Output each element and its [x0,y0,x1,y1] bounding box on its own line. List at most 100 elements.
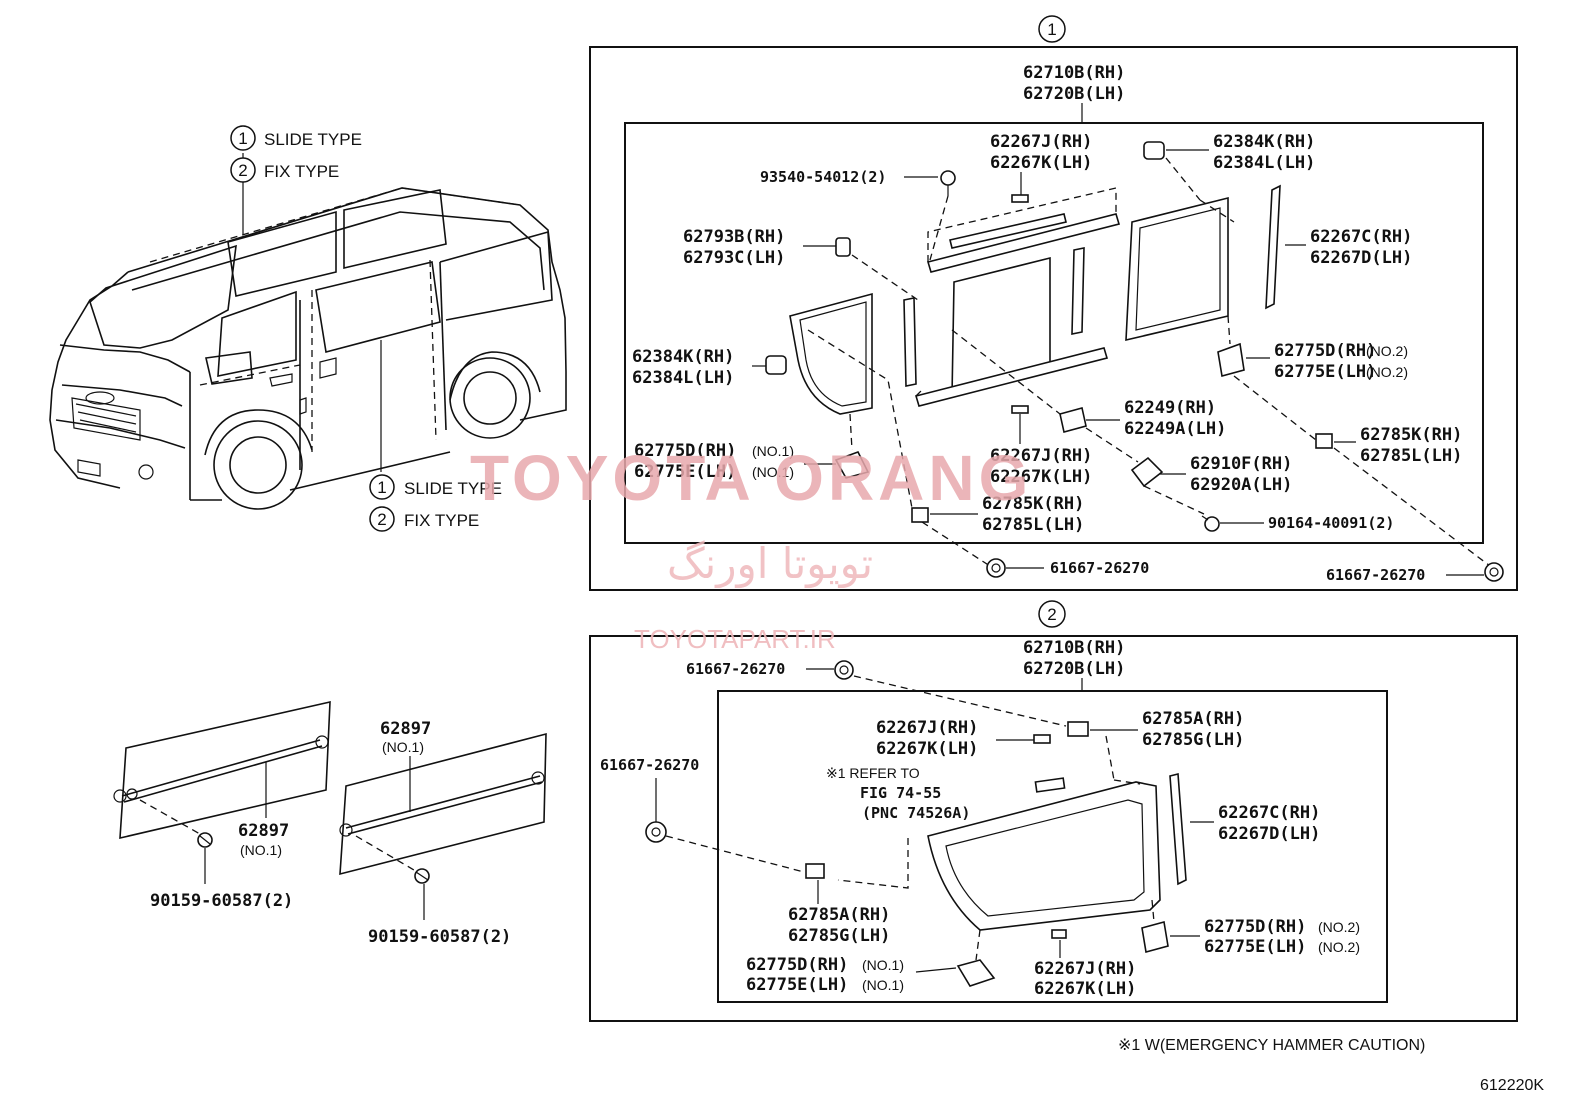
s2-seal-k: 62267K(LH) [876,739,978,759]
bar-left-panel [119,700,331,840]
bolt-left-icon [197,832,213,848]
bar-right-panel [339,732,547,876]
s1-grommet-right: 61667-26270 [1326,566,1425,584]
seal-clip-icon [1011,194,1029,203]
watermark-site: TOYOTAPART.IR [634,624,836,654]
latch-icon [1130,456,1164,488]
bar-assembly-left: 62897 (NO.1) 90159-60587(2) [113,700,331,911]
s1-cushion-d2: 62775D(RH) [1274,341,1376,361]
s1-cushion-d2-note: (NO.2) [1366,343,1408,359]
section-2-marker [1038,600,1066,628]
s1-weather-c: 62267C(RH) [1310,227,1412,247]
section-2-number: 2 [1047,605,1056,624]
bar-left-note: (NO.1) [240,842,282,858]
s2-cushion-e1: 62775E(LH) [746,975,848,995]
s2-clip-low-icon [805,863,825,879]
fix-type-number: 2 [238,161,247,180]
s1-clip-right-k: 62785K(RH) [1360,425,1462,445]
s2-cushion-d2-note: (NO.2) [1318,919,1360,935]
fix-type-number-2: 2 [377,510,386,529]
grommet-left-icon [986,558,1006,578]
quarter-glass-left [789,292,873,415]
s2-seal-low-j: 62267J(RH) [1034,959,1136,979]
slide-type-marker [230,125,256,151]
screw-icon [940,170,956,196]
s1-latch-f: 62910F(RH) [1190,454,1292,474]
s2-clip-g: 62785G(LH) [1142,730,1244,750]
section-1-slide-type: 1 62710B(RH) 62720B(LH) 93540-54012(2) 6… [589,15,1518,591]
s1-clip-mid-l: 62785L(LH) [982,515,1084,535]
s2-seal-low-k: 62267K(LH) [1034,979,1136,999]
s2-weather-c: 62267C(RH) [1218,803,1320,823]
s2-clip-a: 62785A(RH) [1142,709,1244,729]
section-1-number: 1 [1047,20,1056,39]
grommet-right-icon [1484,562,1504,582]
s2-cushion-e1-note: (NO.1) [862,977,904,993]
s1-hinge-left-k: 62384K(RH) [632,347,734,367]
screw-bottom-icon [1201,515,1220,532]
s1-seal-j: 62267J(RH) [990,132,1092,152]
section-1-marker [1038,15,1066,43]
s1-cushion-e2: 62775E(LH) [1274,362,1376,382]
s2-grommet-top: 61667-26270 [686,660,785,678]
slide-glass-panel [903,247,1085,398]
s2-seal-j: 62267J(RH) [876,718,978,738]
s2-clip-top-icon [1067,721,1089,737]
s2-glass-lh: 62720B(LH) [1023,659,1125,679]
s1-cushion-d1-note: (NO.1) [752,443,794,459]
section-1-inner-frame [624,122,1484,544]
s2-cushion-d2: 62775D(RH) [1204,917,1306,937]
seal-mid-icon [1011,405,1029,414]
clip-mid-icon [911,507,929,523]
s2-weather-strip-icon [1169,772,1187,886]
s1-cushion-e1: 62775E(LH) [634,462,736,482]
s2-seal-clip-icon [1033,734,1051,744]
s1-hinge-left-l: 62384L(LH) [632,368,734,388]
s1-grommet-left: 61667-26270 [1050,559,1149,577]
fixed-glass-panel [1125,196,1235,342]
s1-seal-mid-k: 62267K(LH) [990,467,1092,487]
van-illustration [49,153,567,510]
s1-latch-a: 62920A(LH) [1190,475,1292,495]
fix-type-marker [230,157,256,183]
slide-type-number: 1 [238,129,247,148]
s1-stop-b: 62793B(RH) [683,227,785,247]
s1-hinge-l: 62384L(LH) [1213,153,1315,173]
fix-type-label-2: FIX TYPE [404,511,479,530]
s1-cushion-e1-note: (NO.1) [752,464,794,480]
slide-type-marker-2 [369,474,395,500]
s1-screw-bottom: 90164-40091(2) [1268,514,1394,532]
s1-clip-right-l: 62785L(LH) [1360,446,1462,466]
cushion-right-icon [1217,342,1245,378]
bolt-right: 90159-60587(2) [368,927,511,947]
s2-glass-rh: 62710B(RH) [1023,638,1125,658]
watermark: TOYOTA ORANG تویوتا اورنگ TOYOTAPART.IR [470,442,1028,654]
s2-clip-low-a: 62785A(RH) [788,905,890,925]
s1-weather-d: 62267D(LH) [1310,248,1412,268]
bar-right-pn: 62897 [380,719,431,739]
slide-type-label: SLIDE TYPE [264,130,362,149]
slide-type-label-2: SLIDE TYPE [404,479,502,498]
s2-cushion-d1: 62775D(RH) [746,955,848,975]
lock-icon [1059,407,1087,433]
clip-right-icon [1315,433,1333,449]
hinge-icon [1143,141,1165,160]
fix-type-label: FIX TYPE [264,162,339,181]
cushion-left-icon [834,451,870,479]
s2-seal-low-icon [1051,929,1067,939]
section-2-frame [589,635,1518,1022]
hinge-left-icon [765,355,787,375]
s1-clip-mid-k: 62785K(RH) [982,494,1084,514]
s1-cushion-d1: 62775D(RH) [634,441,736,461]
s1-seal-mid-j: 62267J(RH) [990,446,1092,466]
s1-seal-k: 62267K(LH) [990,153,1092,173]
s2-refer-line2: FIG 74-55 [860,784,941,802]
s2-clip-low-g: 62785G(LH) [788,926,890,946]
fix-glass-panel [837,779,1161,931]
weather-strip-icon [1265,184,1281,310]
bar-assembly-right: 62897 (NO.1) 90159-60587(2) [339,719,547,947]
section-2-inner-frame [717,690,1388,1003]
bolt-right-icon [414,868,430,884]
s2-cushion-d1-note: (NO.1) [862,957,904,973]
s2-cushion-right-icon [1141,920,1169,954]
